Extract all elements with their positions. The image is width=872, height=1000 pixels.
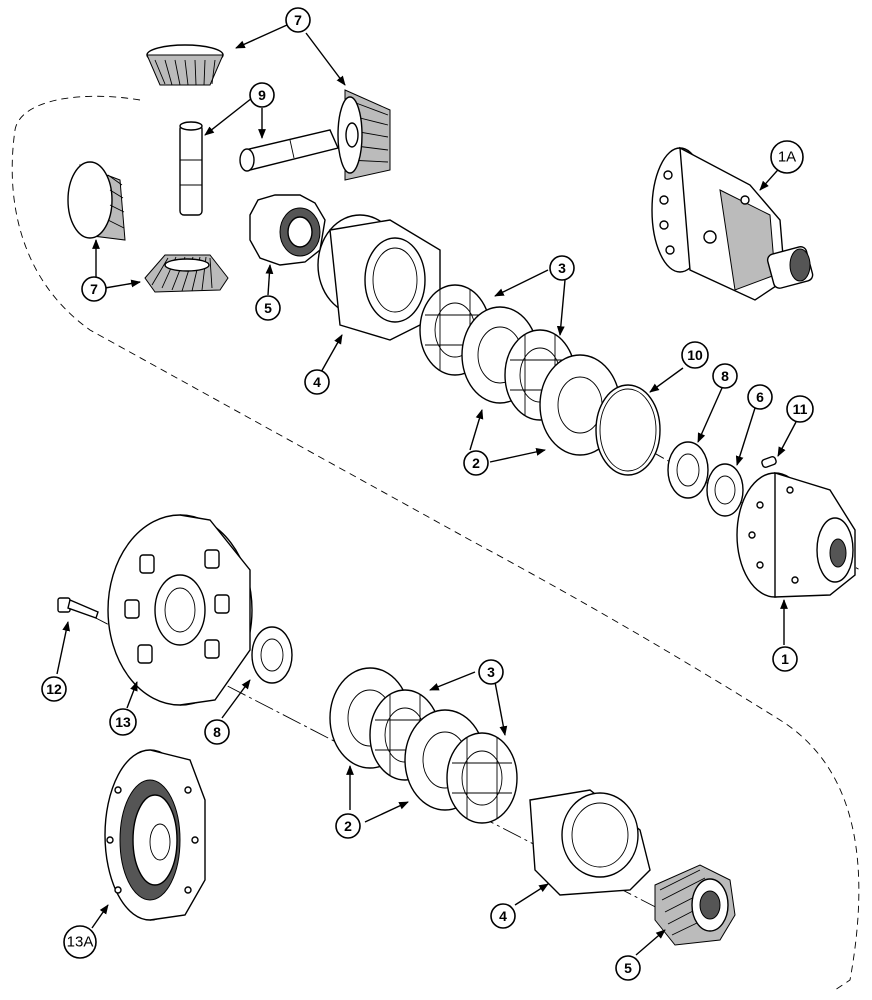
callout-c2a: 2 xyxy=(463,450,489,476)
cross-shaft-short xyxy=(179,121,203,216)
callout-number: 7 xyxy=(294,12,302,28)
callout-c3a: 3 xyxy=(549,255,575,281)
callout-circle xyxy=(109,708,137,736)
differential-housing-1a xyxy=(651,146,814,301)
callout-c3b: 3 xyxy=(478,659,504,685)
callout-c7b: 7 xyxy=(81,276,107,302)
callout-number: 10 xyxy=(687,347,703,363)
callout-c5b: 5 xyxy=(615,955,641,981)
pinion-gear-top xyxy=(146,44,224,86)
bolt-12 xyxy=(57,597,99,619)
callout-c13a: 13A xyxy=(63,925,97,959)
callout-c8a: 8 xyxy=(712,363,738,389)
dowel-pin-11 xyxy=(761,455,777,469)
callout-c13: 13 xyxy=(109,708,137,736)
callout-circle xyxy=(63,925,97,959)
thrust-washer-8-lower xyxy=(251,626,293,684)
callout-number: 2 xyxy=(344,818,352,834)
callout-number: 13 xyxy=(115,714,131,730)
callout-c8b: 8 xyxy=(204,719,230,745)
callout-c11: 11 xyxy=(786,395,814,423)
clutch-piston-upper xyxy=(317,214,441,341)
pinion-gear-bottom xyxy=(144,254,229,293)
callout-number: 8 xyxy=(721,368,729,384)
callout-number: 3 xyxy=(487,664,495,680)
differential-housing-1 xyxy=(736,472,856,598)
pinion-gear-left xyxy=(67,161,126,241)
callout-circle xyxy=(335,813,361,839)
callout-number: 5 xyxy=(624,960,632,976)
callout-circle xyxy=(786,395,814,423)
thrust-washer-6 xyxy=(706,463,744,517)
callout-number: 9 xyxy=(258,87,266,103)
callout-circle xyxy=(255,295,281,321)
thrust-washer-8-upper xyxy=(667,441,709,499)
callout-c6: 6 xyxy=(747,384,773,410)
callout-number: 1 xyxy=(781,651,789,667)
callout-number: 12 xyxy=(46,681,62,697)
callout-circle xyxy=(81,276,107,302)
callout-circle xyxy=(304,369,330,395)
snap-ring-10 xyxy=(595,384,661,476)
leader-lines xyxy=(56,24,797,956)
callout-number: 2 xyxy=(472,455,480,471)
clutch-disc-lower-2 xyxy=(446,732,518,824)
callout-circle xyxy=(249,82,275,108)
callout-c4b: 4 xyxy=(490,903,516,929)
callout-circle xyxy=(463,450,489,476)
callout-number: 8 xyxy=(213,724,221,740)
callout-number: 5 xyxy=(264,300,272,316)
callout-c10: 10 xyxy=(681,341,709,369)
callout-c12: 12 xyxy=(41,676,67,702)
callout-number: 7 xyxy=(90,281,98,297)
callout-number: 4 xyxy=(499,908,507,924)
housing-cover-13 xyxy=(107,514,253,706)
clutch-piston-lower xyxy=(529,789,651,896)
side-gear-splined-upper xyxy=(249,194,326,266)
callout-number: 11 xyxy=(793,401,808,417)
cross-shaft-long xyxy=(239,129,339,172)
callout-number: 4 xyxy=(313,374,321,390)
callout-circle xyxy=(615,955,641,981)
callout-c7a: 7 xyxy=(285,7,311,33)
callout-circle xyxy=(549,255,575,281)
callout-circle xyxy=(681,341,709,369)
assembly-boundary-dashed xyxy=(11,95,860,991)
pinion-gear-right xyxy=(337,89,391,181)
callout-circle xyxy=(41,676,67,702)
callout-number: 6 xyxy=(756,389,764,405)
callout-circle xyxy=(770,140,804,174)
callout-circle xyxy=(285,7,311,33)
callout-number: 1A xyxy=(778,149,796,166)
callout-circle xyxy=(712,363,738,389)
callout-circle xyxy=(478,659,504,685)
callout-number: 13A xyxy=(67,934,94,951)
callout-circle xyxy=(772,646,798,672)
callout-number: 3 xyxy=(558,260,566,276)
callout-c1a: 1A xyxy=(770,140,804,174)
callout-c4a: 4 xyxy=(304,369,330,395)
callout-circle xyxy=(204,719,230,745)
housing-cover-13a xyxy=(104,749,206,921)
callout-c5a: 5 xyxy=(255,295,281,321)
callout-c1: 1 xyxy=(772,646,798,672)
side-gear-lower xyxy=(654,864,736,946)
callout-circle xyxy=(747,384,773,410)
callout-circle xyxy=(490,903,516,929)
callout-c2b: 2 xyxy=(335,813,361,839)
callout-c9: 9 xyxy=(249,82,275,108)
